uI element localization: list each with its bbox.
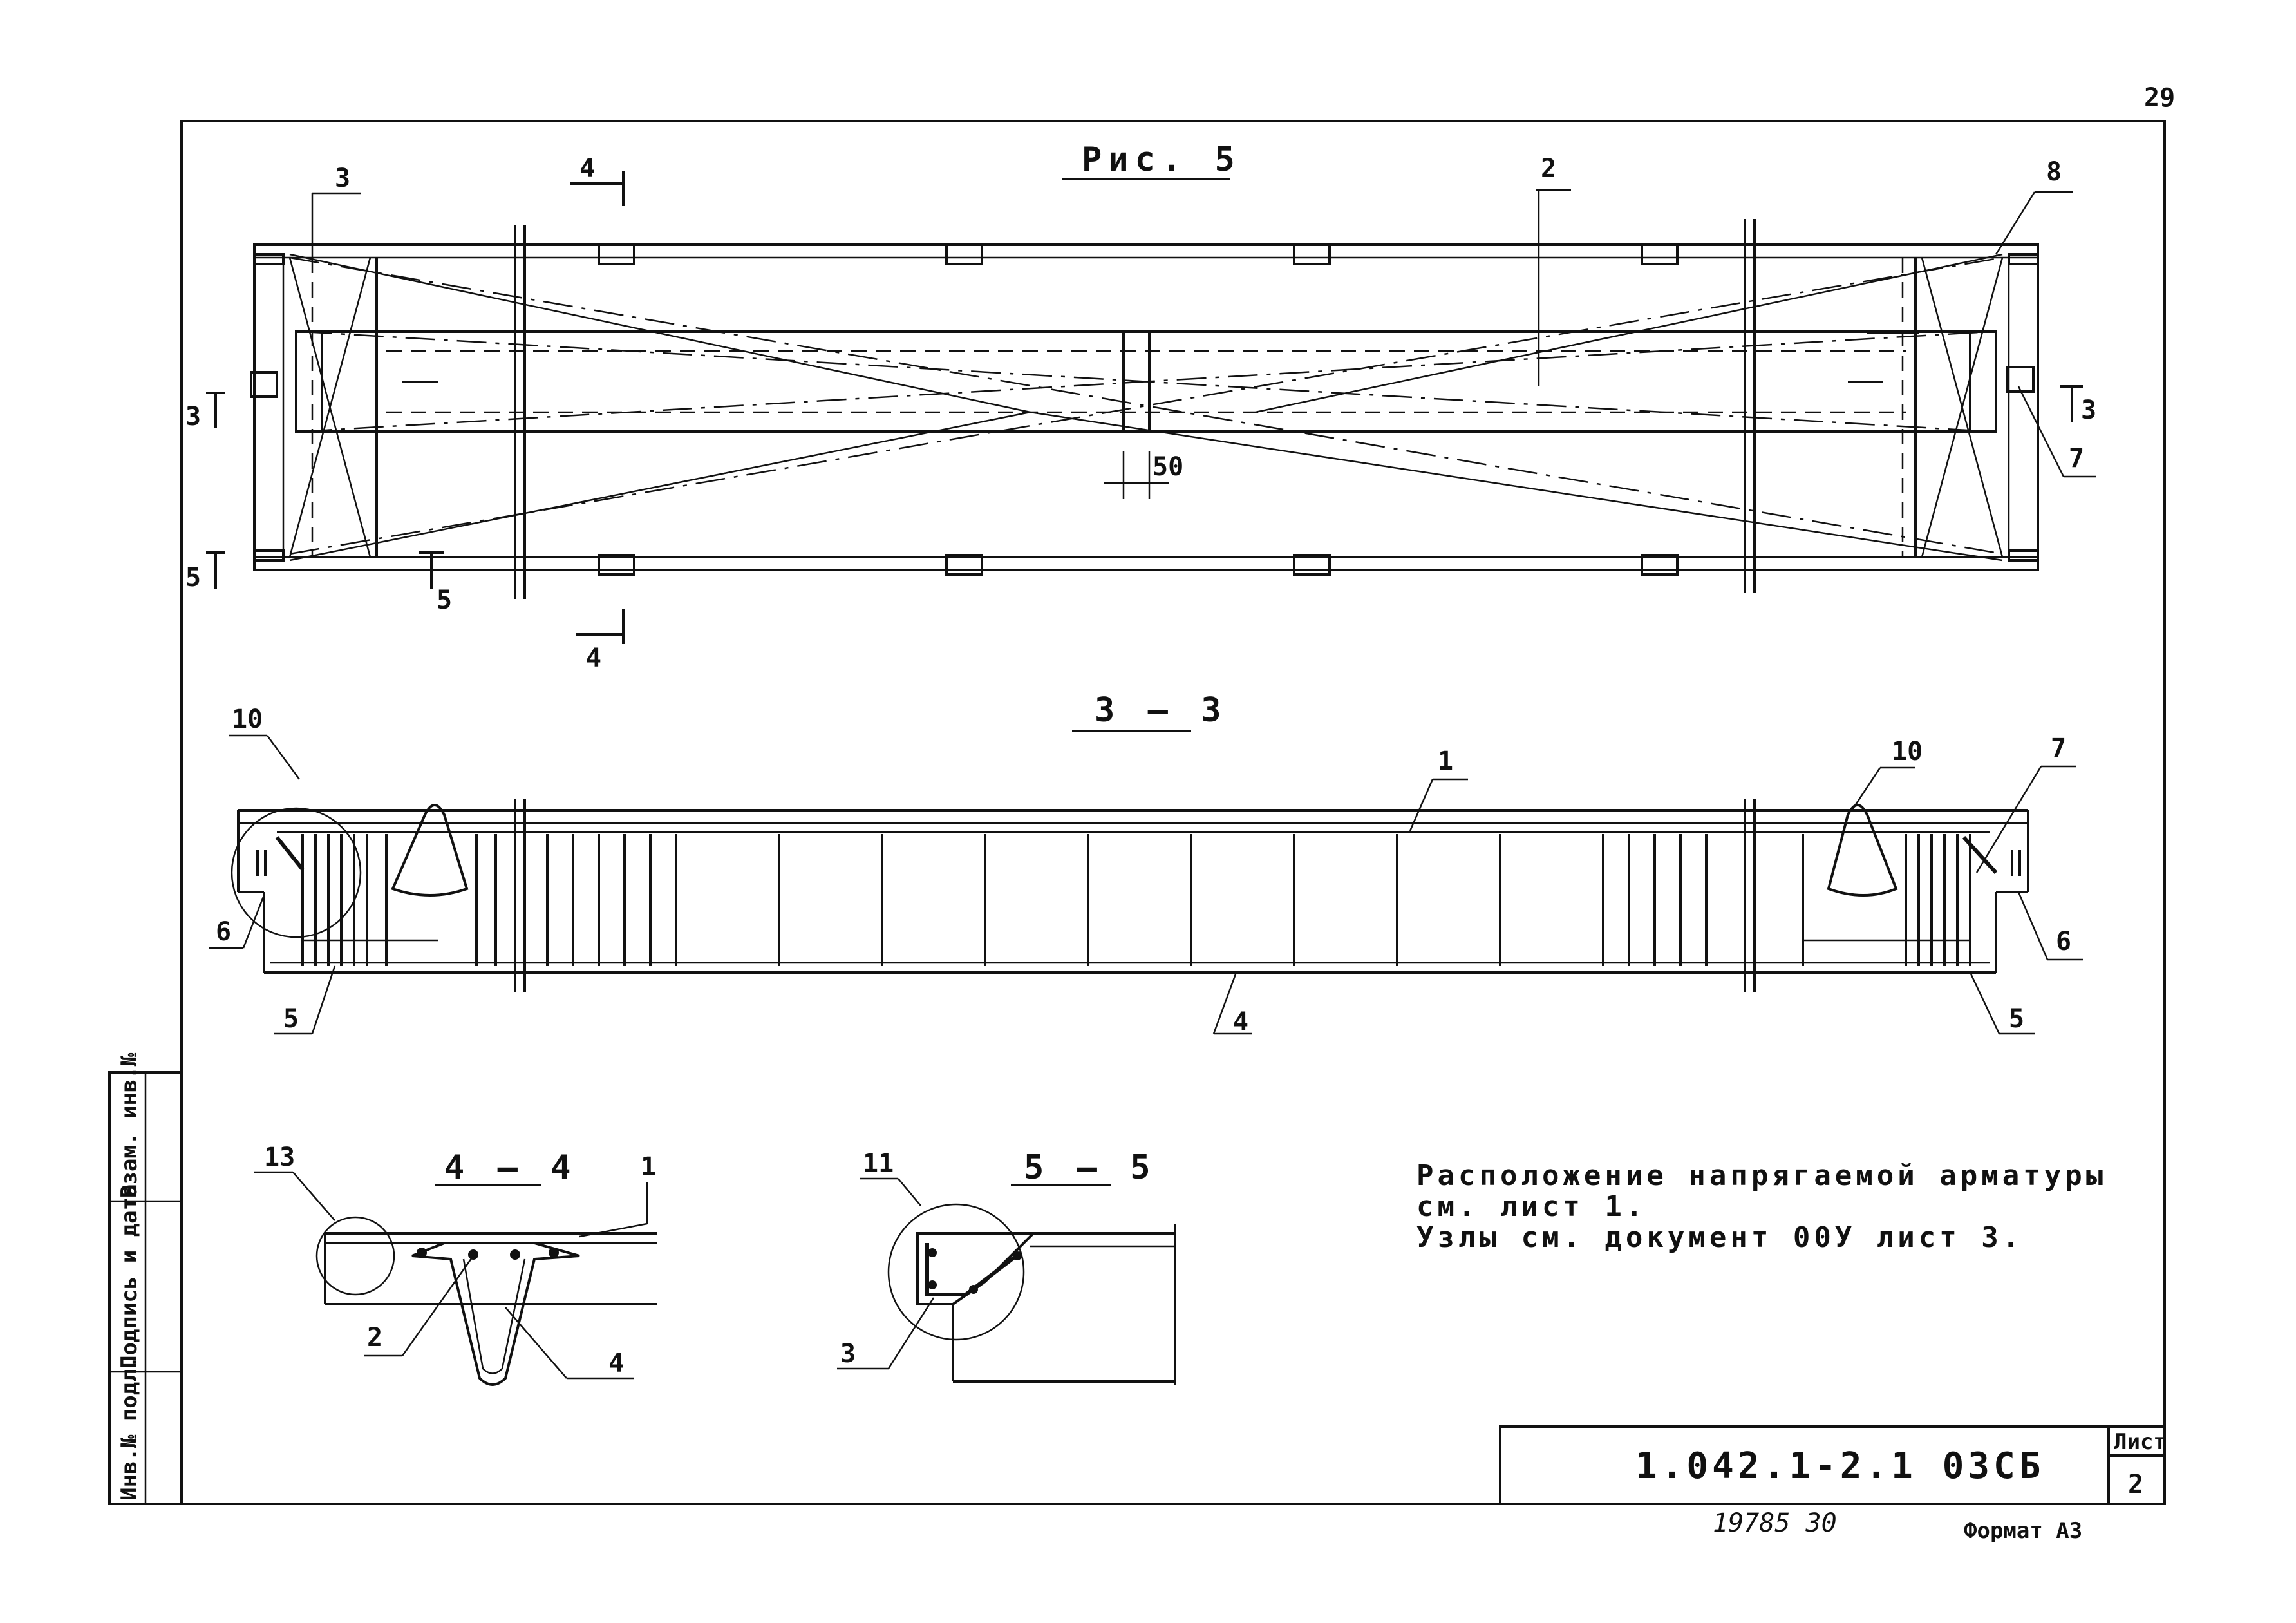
title-stamp: 1.042.1-2.1 03СБ Лист 2: [1499, 1425, 2167, 1505]
section-mark-4-bottom: 4: [586, 643, 601, 673]
section-44-view: [315, 1216, 657, 1386]
section-mark-4-top: 4: [579, 154, 595, 184]
callout-6-right: 6: [2056, 927, 2071, 956]
callout-7-section: 7: [2051, 734, 2066, 763]
section-44-title: 4 — 4: [444, 1148, 578, 1187]
callout-2: 2: [1541, 154, 1556, 184]
callout-13: 13: [264, 1143, 295, 1172]
callout-6-left: 6: [216, 917, 231, 947]
callout-2-44: 2: [367, 1323, 382, 1352]
figure-title: Рис. 5: [1082, 140, 1241, 179]
paper-format: Формат А3: [1964, 1518, 2082, 1544]
callout-7: 7: [2069, 444, 2084, 473]
callout-8: 8: [2046, 157, 2062, 187]
plan-callouts: 3 2 8 7: [311, 154, 2096, 478]
callout-11: 11: [863, 1149, 894, 1179]
callout-3-55: 3: [840, 1339, 856, 1369]
handwritten-number: 19785 30: [1713, 1508, 1837, 1538]
sheet-number: 2: [2128, 1470, 2143, 1499]
callout-1-44: 1: [641, 1152, 656, 1182]
note-line-2: см. лист 1.: [1416, 1190, 1646, 1223]
section-55-title: 5 — 5: [1024, 1148, 1157, 1187]
plan-section-marks: 4 4 3 3 5 5: [185, 154, 2096, 673]
callout-10-right: 10: [1892, 737, 1923, 766]
side-stamp: Инв.№ подл. Подпись и дата Взам. инв.№: [108, 1052, 183, 1505]
section-44-callouts: 13 1 2 4: [254, 1143, 656, 1380]
side-stamp-inv: Инв.№ подл.: [117, 1356, 142, 1501]
plan-dimension-50: 50: [1153, 452, 1183, 482]
side-stamp-sign: Подпись и дата: [117, 1184, 142, 1369]
note-line-1: Расположение напрягаемой арматуры: [1416, 1159, 2107, 1192]
section-mark-3-left: 3: [185, 402, 201, 432]
page-number: 29: [2144, 83, 2175, 113]
section-55-callouts: 11 3: [837, 1149, 935, 1370]
callout-3: 3: [335, 164, 350, 193]
callout-1: 1: [1438, 746, 1453, 776]
drawing-frame: [180, 120, 2166, 1505]
doc-code: 1.042.1-2.1 03СБ: [1635, 1445, 2044, 1487]
section-33-view: [231, 799, 2029, 992]
callout-10-left: 10: [232, 705, 263, 734]
callout-5-left: 5: [283, 1004, 299, 1034]
section-mark-5: 5: [437, 585, 452, 615]
callout-4: 4: [1233, 1007, 1248, 1037]
section-55-view: [887, 1203, 1176, 1385]
plan-view: 50: [250, 219, 2039, 599]
section-33-title: 3 — 3: [1095, 691, 1228, 730]
callout-5-right: 5: [2009, 1004, 2024, 1034]
section-mark-5-left: 5: [185, 563, 201, 593]
sheet-label: Лист: [2114, 1429, 2167, 1455]
section-33-callouts: 10 10 1 7 6 6 5 5 4: [209, 705, 2083, 1037]
notes: Расположение напрягаемой арматуры см. ли…: [1416, 1159, 2107, 1254]
note-line-3: Узлы см. документ 00У лист 3.: [1416, 1221, 2023, 1254]
section-mark-3-right: 3: [2081, 395, 2096, 425]
side-stamp-replace: Взам. инв.№: [117, 1052, 142, 1198]
callout-4-44: 4: [608, 1349, 624, 1378]
